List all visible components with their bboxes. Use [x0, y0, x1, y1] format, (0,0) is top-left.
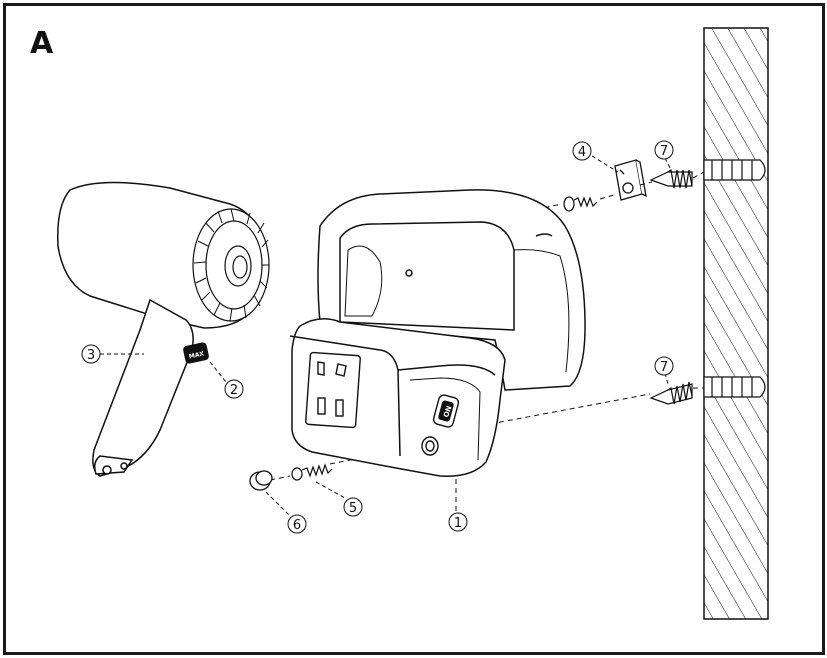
callout-1: 1	[448, 512, 468, 532]
screw-upper	[563, 196, 598, 212]
dowel-upper	[649, 168, 693, 189]
callout-7-upper: 7	[654, 140, 674, 160]
callout-6: 6	[287, 514, 307, 534]
screw-cap	[249, 470, 273, 491]
dryer-holder-housing	[317, 189, 586, 391]
callout-5: 5	[343, 497, 363, 517]
callout-2: 2	[224, 379, 244, 399]
svg-text:1: 1	[454, 516, 462, 531]
panel-label: A	[30, 26, 54, 61]
screw-lower	[291, 463, 333, 481]
wall-anchor-upper	[703, 159, 766, 181]
svg-text:4: 4	[578, 145, 586, 160]
dowel-lower	[649, 381, 693, 405]
wall	[703, 27, 769, 620]
callout-7-lower: 7	[654, 356, 674, 376]
wall-bracket	[614, 159, 647, 201]
svg-text:3: 3	[87, 348, 95, 363]
dryer-nozzle-grille	[192, 208, 270, 322]
svg-text:2: 2	[230, 383, 238, 398]
holder-indicator-lamp	[421, 436, 439, 456]
power-socket	[305, 351, 361, 429]
svg-text:7: 7	[660, 360, 668, 375]
holder-button-text: ON	[442, 405, 454, 419]
holder-power-button: ON	[432, 394, 460, 428]
svg-text:5: 5	[349, 501, 357, 516]
svg-text:6: 6	[293, 518, 301, 533]
svg-text:7: 7	[660, 144, 668, 159]
assembly-guide-lines	[269, 171, 705, 515]
dryer-switch-text: MAX	[188, 350, 205, 360]
wall-anchor-lower	[703, 376, 766, 398]
callout-3: 3	[81, 344, 101, 364]
dryer-switch: MAX	[183, 342, 209, 364]
callout-4: 4	[572, 141, 592, 161]
